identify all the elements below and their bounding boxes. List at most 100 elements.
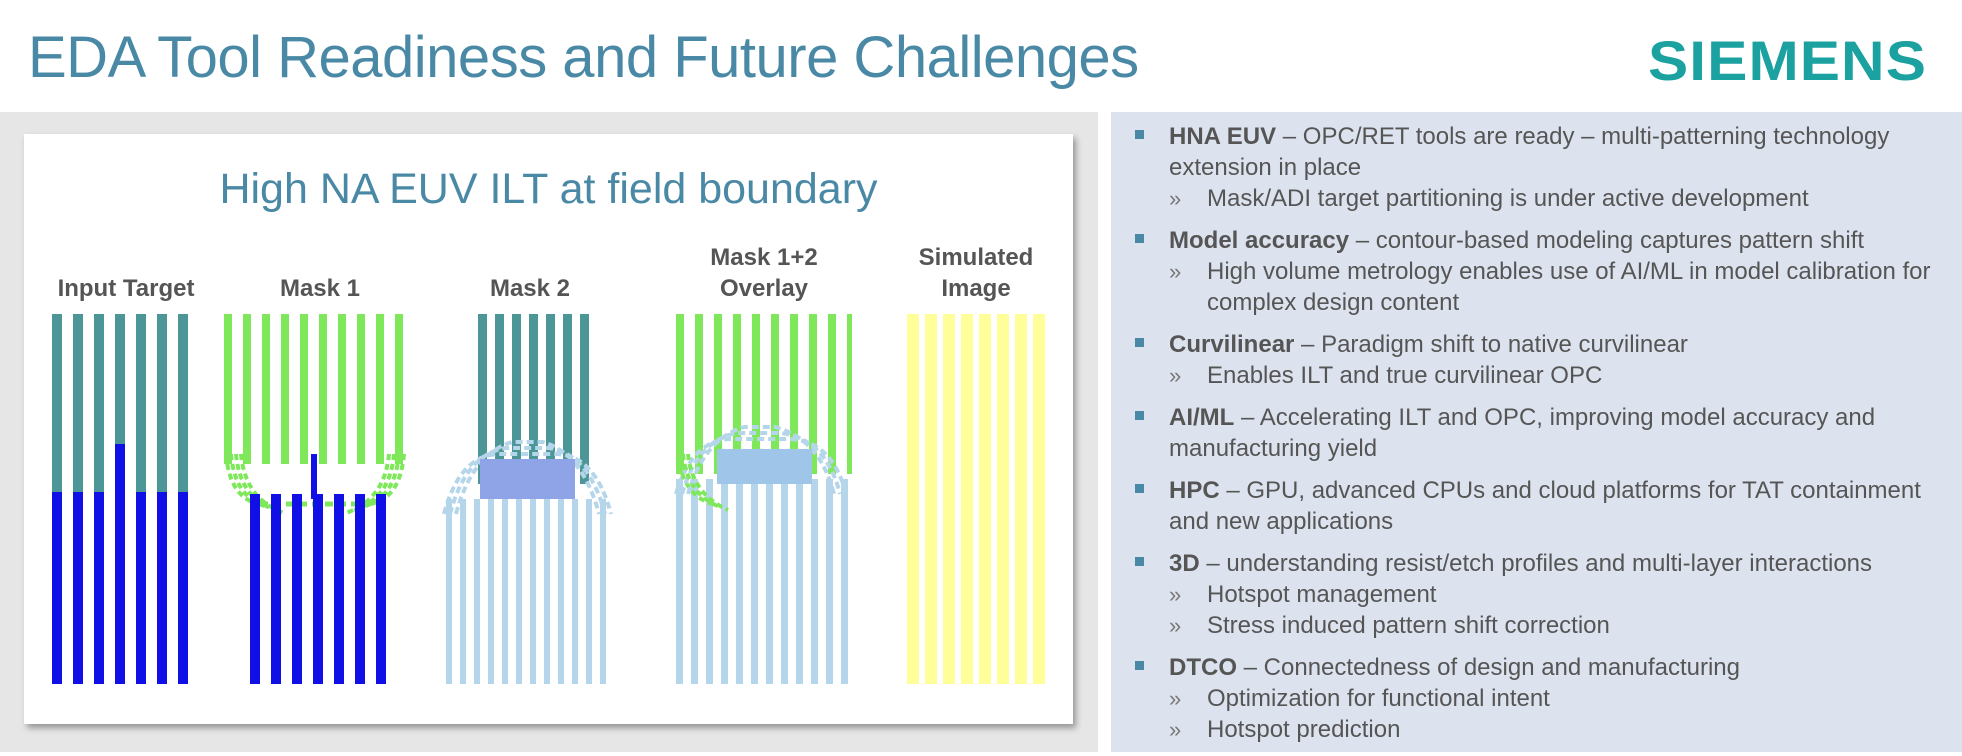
green-mask-line (376, 314, 384, 464)
bullet-description: – Accelerating ILT and OPC, improving mo… (1169, 404, 1876, 462)
column-label-mask-1: Mask 1 (279, 275, 361, 302)
teal-mask-line (529, 314, 538, 484)
bullet-description: – understanding resist/etch profiles and… (1199, 550, 1873, 577)
light-blue-curve (454, 440, 601, 515)
light-blue-line (516, 499, 522, 684)
column-label-input-target: Input Target (57, 275, 195, 302)
teal-mask-line (495, 314, 504, 484)
square-bullet-icon (1135, 661, 1144, 670)
green-overlay-line (790, 314, 798, 474)
input-target-pattern (52, 314, 188, 684)
mask-1-pattern (224, 314, 406, 684)
bullet-item: AI/ML – Accelerating ILT and OPC, improv… (1131, 402, 1951, 464)
teal-line (178, 314, 188, 492)
green-overlay-line (676, 314, 684, 474)
sub-bullet-item: »Hotspot prediction (1169, 714, 1951, 745)
yellow-sim-line (961, 314, 973, 684)
green-overlay-line (752, 314, 760, 474)
blue-mask-line (311, 454, 317, 499)
green-mask-line (224, 314, 232, 464)
green-overlay-line (714, 314, 722, 474)
green-mask-line (281, 314, 289, 464)
bullet-text: 3D – understanding resist/etch profiles … (1169, 548, 1951, 579)
light-blue-line (530, 499, 536, 684)
light-blue-overlay-line (766, 479, 773, 684)
teal-mask-line (478, 314, 487, 484)
bullet-lead: 3D (1169, 550, 1200, 577)
light-blue-line (558, 499, 564, 684)
bullet-text: Model accuracy – contour-based modeling … (1169, 225, 1951, 256)
light-blue-curve (674, 437, 848, 495)
bullet-list: HNA EUV – OPC/RET tools are ready – mult… (1131, 121, 1951, 756)
bullet-lead: Model accuracy (1169, 227, 1350, 254)
blue-mask-line (292, 494, 302, 684)
light-blue-line (474, 499, 480, 684)
svg-text:SIEMENS: SIEMENS (1648, 30, 1927, 88)
sub-bullet-text: High volume metrology enables use of AI/… (1207, 258, 1931, 316)
bullet-lead: Curvilinear (1169, 331, 1295, 358)
blue-line (178, 492, 188, 684)
yellow-sim-line (943, 314, 955, 684)
bullet-item: DTCO – Connectedness of design and manuf… (1131, 652, 1951, 745)
page-title: EDA Tool Readiness and Future Challenges (28, 25, 1139, 90)
green-mask-line (319, 314, 327, 464)
bullet-lead: HNA EUV (1169, 123, 1277, 150)
overlap-region (717, 449, 812, 484)
column-label-overlay: Mask 1+2 Overlay (694, 242, 834, 304)
light-blue-line (586, 499, 592, 684)
green-curve (676, 453, 713, 506)
bullet-item: 3D – understanding resist/etch profiles … (1131, 548, 1951, 641)
light-blue-line (460, 499, 466, 684)
bullet-description: – Paradigm shift to native curvilinear (1294, 331, 1688, 358)
simulated-label-line2: Image (941, 275, 1011, 302)
sub-bullet-item: »Stress induced pattern shift correction (1169, 610, 1951, 641)
light-blue-overlay-line (811, 479, 818, 684)
yellow-sim-line (1015, 314, 1027, 684)
light-blue-line (446, 499, 452, 684)
sub-bullet-text: Enables ILT and true curvilinear OPC (1207, 362, 1603, 389)
square-bullet-icon (1135, 130, 1144, 139)
light-blue-overlay-line (736, 479, 743, 684)
teal-line (73, 314, 83, 492)
light-blue-overlay-line (706, 479, 713, 684)
chevron-bullet-icon: » (1169, 686, 1182, 711)
bullet-description: – Connectedness of design and manufactur… (1237, 654, 1741, 681)
square-bullet-icon (1135, 338, 1144, 347)
overlay-label-line2: Overlay (719, 275, 809, 302)
sub-bullet-text: Hotspot management (1207, 581, 1437, 608)
simulated-label-line1: Simulated (918, 244, 1034, 271)
chevron-bullet-icon: » (1169, 259, 1182, 284)
light-blue-curve (680, 431, 842, 495)
sub-bullet-item: »Enables ILT and true curvilinear OPC (1169, 360, 1951, 391)
blue-mask-line (271, 494, 281, 684)
light-blue-overlay-line (676, 479, 683, 684)
bullet-text: DTCO – Connectedness of design and manuf… (1169, 652, 1951, 683)
light-blue-line (488, 499, 494, 684)
mask-2-pattern (442, 314, 613, 684)
light-blue-overlay-line (751, 479, 758, 684)
yellow-sim-line (979, 314, 991, 684)
green-mask-line (395, 314, 403, 464)
green-mask-line (300, 314, 308, 464)
blue-mask-line (376, 494, 386, 684)
light-blue-line (572, 499, 578, 684)
bullet-description: – OPC/RET tools are ready – multi-patter… (1169, 123, 1890, 181)
green-curve (681, 453, 721, 509)
chevron-bullet-icon: » (1169, 582, 1182, 607)
light-blue-line (502, 499, 508, 684)
bullet-description: – GPU, advanced CPUs and cloud platforms… (1169, 477, 1921, 535)
green-overlay-line (695, 314, 703, 474)
column-label-simulated: Simulated Image (906, 242, 1046, 304)
teal-line (136, 314, 146, 492)
bullet-lead: DTCO (1169, 654, 1237, 681)
bullet-lead: HPC (1169, 477, 1220, 504)
light-blue-curve (442, 452, 613, 515)
sub-bullet-text: Optimization for functional intent (1207, 685, 1550, 712)
light-blue-overlay-line (781, 479, 788, 684)
green-mask-line (357, 314, 365, 464)
green-overlay-line (847, 314, 852, 474)
light-blue-curve (448, 446, 607, 515)
blue-line (157, 492, 167, 684)
blue-overlap (480, 459, 575, 499)
bullet-item: HPC – GPU, advanced CPUs and cloud platf… (1131, 475, 1951, 537)
